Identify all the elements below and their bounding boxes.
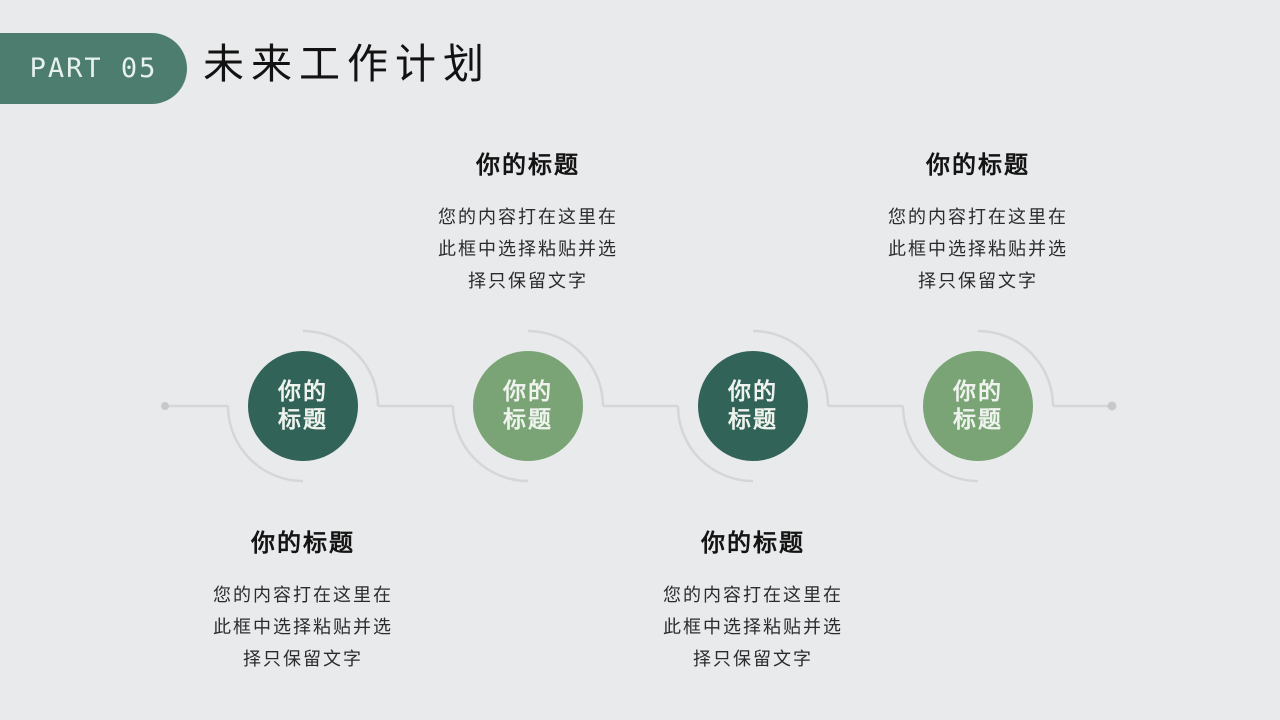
connector-arc-lower-left [676,405,754,483]
timeline-step-circle-1: 你的 标题 [248,351,358,461]
step-block-body: 您的内容打在这里在 此框中选择粘贴并选 择只保留文字 [173,579,433,675]
circle-label-line: 你的 [278,379,328,404]
step-block-body-line: 您的内容打在这里在 [663,585,843,605]
circle-label-line: 标题 [953,407,1003,432]
step-block-body: 您的内容打在这里在 此框中选择粘贴并选 择只保留文字 [623,579,883,675]
step-block-body-line: 您的内容打在这里在 [213,585,393,605]
step-block-body-line: 此框中选择粘贴并选 [438,239,618,259]
step-3-text-block: 你的标题 您的内容打在这里在 此框中选择粘贴并选 择只保留文字 [623,528,883,675]
connector-arc-upper-right [527,329,605,407]
step-1-text-block: 你的标题 您的内容打在这里在 此框中选择粘贴并选 择只保留文字 [173,528,433,675]
step-4-text-block: 你的标题 您的内容打在这里在 此框中选择粘贴并选 择只保留文字 [848,150,1108,297]
connector-arc-upper-right [302,329,380,407]
step-block-body-line: 择只保留文字 [243,649,363,669]
endpoint-dot-left [161,402,169,410]
circle-label: 你的 标题 [728,378,778,434]
step-block-title: 你的标题 [926,153,1030,179]
step-block-body-line: 您的内容打在这里在 [438,207,618,227]
slide-title: 未来工作计划 [203,41,491,87]
connector-arc-lower-left [226,405,304,483]
circle-label-line: 标题 [728,407,778,432]
circle-label-line: 标题 [503,407,553,432]
step-block-body: 您的内容打在这里在 此框中选择粘贴并选 择只保留文字 [398,201,658,297]
step-block-body-line: 此框中选择粘贴并选 [213,617,393,637]
step-block-body-line: 择只保留文字 [468,271,588,291]
circle-label-line: 你的 [503,379,553,404]
circle-label: 你的 标题 [278,378,328,434]
timeline-step-circle-2: 你的 标题 [473,351,583,461]
step-block-body-line: 您的内容打在这里在 [888,207,1068,227]
step-block-body-line: 此框中选择粘贴并选 [888,239,1068,259]
step-block-body-line: 择只保留文字 [693,649,813,669]
timeline-step-circle-4: 你的 标题 [923,351,1033,461]
connector-arc-upper-right [977,329,1055,407]
step-block-body-line: 择只保留文字 [918,271,1038,291]
connector-arc-lower-left [451,405,529,483]
circle-label: 你的 标题 [503,378,553,434]
step-block-title: 你的标题 [476,153,580,179]
circle-label-line: 标题 [278,407,328,432]
step-block-body-line: 此框中选择粘贴并选 [663,617,843,637]
connector-arc-upper-right [752,329,830,407]
step-2-text-block: 你的标题 您的内容打在这里在 此框中选择粘贴并选 择只保留文字 [398,150,658,297]
part-number-label: PART 05 [29,53,158,84]
step-block-body: 您的内容打在这里在 此框中选择粘贴并选 择只保留文字 [848,201,1108,297]
circle-label-line: 你的 [953,379,1003,404]
part-number-badge: PART 05 [0,33,187,104]
connector-arc-lower-left [901,405,979,483]
step-block-title: 你的标题 [251,531,355,557]
circle-label: 你的 标题 [953,378,1003,434]
step-block-title: 你的标题 [701,531,805,557]
circle-label-line: 你的 [728,379,778,404]
endpoint-dot-right [1107,401,1117,411]
timeline-step-circle-3: 你的 标题 [698,351,808,461]
